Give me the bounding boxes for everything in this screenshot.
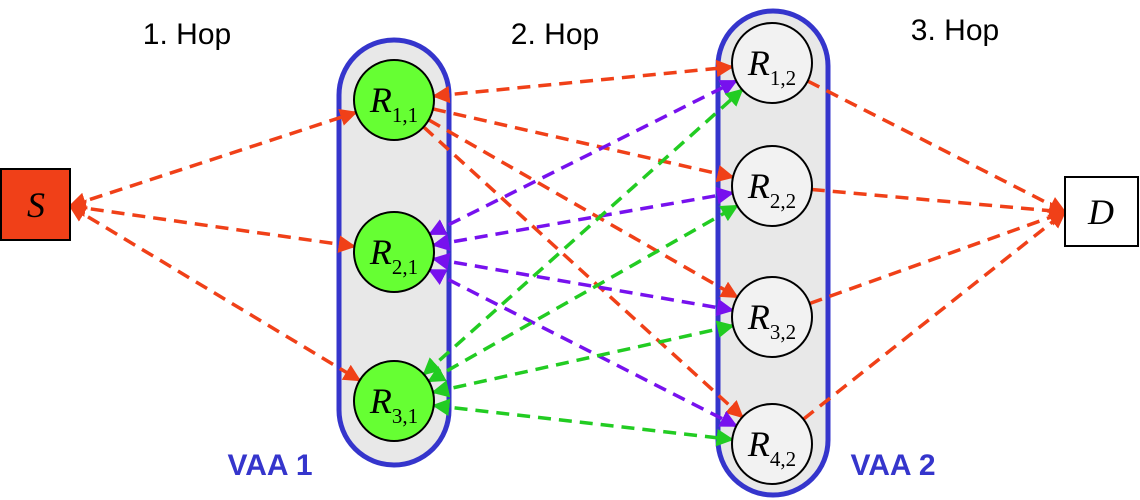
arrow-s-r11 bbox=[68, 108, 358, 210]
relay-r31-sub: 3,1 bbox=[392, 404, 418, 428]
hop3-label: 3. Hop bbox=[911, 14, 999, 47]
svg-text:R2,2: R2,2 bbox=[747, 166, 796, 213]
arrow-r21-r32 bbox=[431, 252, 735, 317]
relay-r42-main: R bbox=[747, 424, 770, 464]
arrow-r42-d bbox=[802, 210, 1067, 421]
arrow-r31-r32 bbox=[431, 320, 735, 398]
arrow-s-r21 bbox=[68, 199, 357, 253]
relay-r42: R4,2 bbox=[731, 403, 813, 485]
svg-text:R3,1: R3,1 bbox=[369, 381, 418, 428]
svg-text:R1,1: R1,1 bbox=[369, 80, 418, 127]
relay-r11: R1,1 bbox=[353, 59, 435, 141]
arrow-r21-r22 bbox=[431, 186, 735, 252]
relay-r22-sub: 2,2 bbox=[770, 189, 796, 213]
arrow-r12-d bbox=[806, 79, 1067, 214]
relay-r32-sub: 3,2 bbox=[770, 320, 796, 344]
arrow-r11-r22 bbox=[432, 107, 735, 183]
vaa2-label: VAA 2 bbox=[850, 449, 935, 482]
arrow-s-r31 bbox=[68, 204, 362, 382]
relay-r22-main: R bbox=[747, 166, 770, 206]
relay-r31-main: R bbox=[369, 381, 392, 421]
relay-r12-main: R bbox=[747, 43, 770, 83]
vaa1-label: VAA 1 bbox=[227, 449, 312, 482]
svg-text:R4,2: R4,2 bbox=[747, 424, 796, 471]
relay-r11-sub: 1,1 bbox=[392, 103, 418, 127]
relay-r42-sub: 4,2 bbox=[770, 447, 796, 471]
relay-r32-main: R bbox=[747, 297, 770, 337]
arrow-r31-r42 bbox=[431, 398, 735, 447]
hop2-label: 2. Hop bbox=[511, 18, 599, 51]
relay-r12-sub: 1,2 bbox=[770, 66, 796, 90]
relay-r31: R3,1 bbox=[353, 360, 435, 442]
arrow-layer bbox=[68, 59, 1067, 447]
arrow-r21-r12 bbox=[428, 79, 738, 236]
relay-r22: R2,2 bbox=[731, 145, 813, 227]
relay-r32: R3,2 bbox=[731, 276, 813, 358]
arrow-r11-r12 bbox=[432, 59, 734, 104]
relay-r21-main: R bbox=[369, 232, 392, 272]
arrow-r31-r22 bbox=[427, 204, 739, 383]
arrow-r32-d bbox=[809, 209, 1067, 306]
arrow-r22-d bbox=[811, 187, 1067, 220]
svg-text:R2,1: R2,1 bbox=[369, 232, 418, 279]
destination-node: D bbox=[1064, 176, 1139, 247]
relay-r12: R1,2 bbox=[731, 22, 813, 104]
destination-label: D bbox=[1087, 192, 1114, 232]
relay-r11-main: R bbox=[369, 80, 392, 120]
svg-text:R1,2: R1,2 bbox=[747, 43, 796, 90]
relay-r21: R2,1 bbox=[353, 211, 435, 293]
source-label: S bbox=[27, 185, 45, 225]
relay-r21-sub: 2,1 bbox=[392, 255, 418, 279]
hop1-label: 1. Hop bbox=[143, 18, 231, 51]
svg-text:R3,2: R3,2 bbox=[747, 297, 796, 344]
source-node: S bbox=[0, 168, 71, 241]
